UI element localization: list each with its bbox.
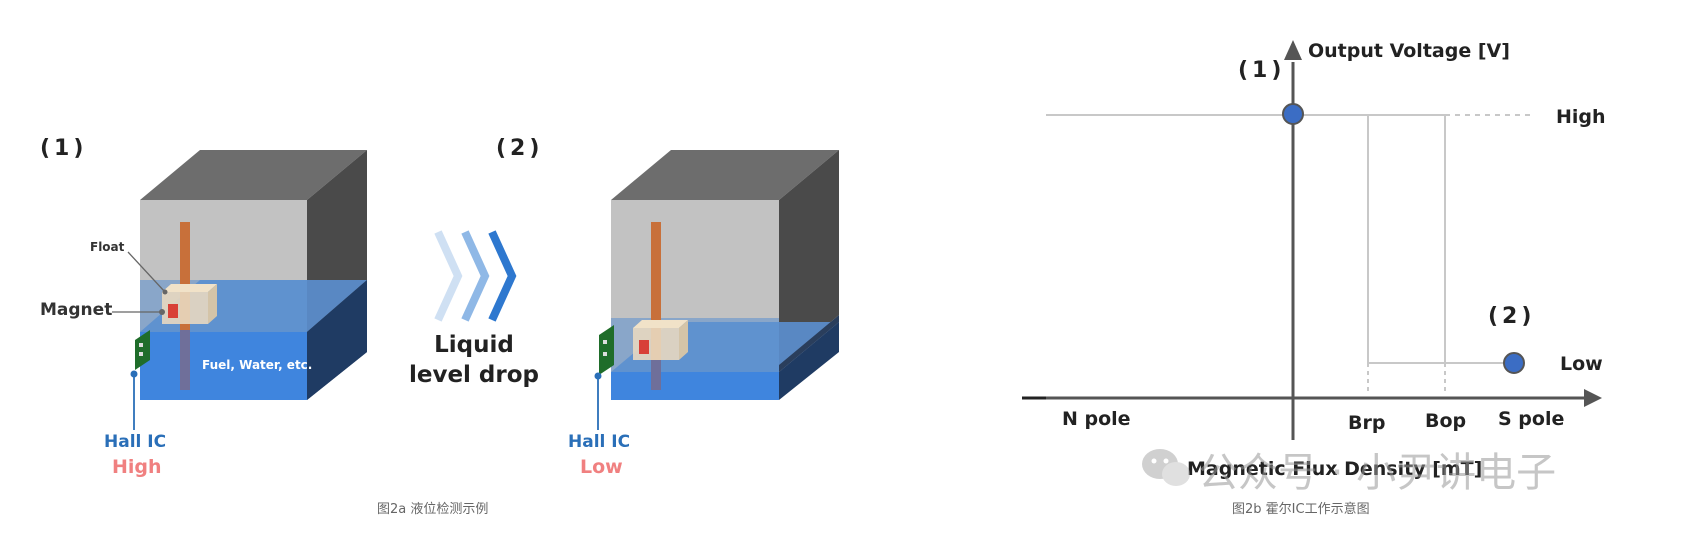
- x-tick-s-pole: S pole: [1498, 408, 1565, 430]
- y-axis-label: Output Voltage [V]: [1308, 40, 1510, 62]
- float-label: Float: [90, 240, 125, 254]
- figure-2b: Output Voltage [V] (1) (2) High Low N po…: [1000, 0, 1684, 535]
- magnet-label: Magnet: [40, 300, 113, 320]
- tank-1-illustration: [112, 150, 839, 430]
- point-1-label: (1): [1238, 58, 1286, 83]
- liquid-level-drop-label: Liquid level drop: [400, 330, 548, 390]
- tank-2-magnet: [639, 340, 649, 354]
- tank-1-top: [140, 150, 367, 200]
- tank-1-magnet: [168, 304, 178, 318]
- x-tick-bop: Bop: [1425, 410, 1467, 432]
- state-2-number: (2): [496, 136, 544, 161]
- tank-2-hall-ic: [599, 325, 614, 375]
- level-drop-arrows: [434, 230, 517, 322]
- x-axis-label: Magnetic Flux Density [mT]: [1187, 458, 1483, 480]
- x-tick-brp: Brp: [1348, 412, 1386, 434]
- liquid-label-line1: Liquid: [434, 332, 514, 358]
- tank-2-right: [779, 150, 839, 365]
- hall-ic-label-2: Hall IC: [568, 432, 631, 452]
- figure-2b-caption: 图2b 霍尔IC工作示意图: [1232, 502, 1370, 517]
- high-label: High: [1556, 106, 1606, 128]
- x-tick-n-pole: N pole: [1062, 408, 1131, 430]
- hall-ic-label-1: Hall IC: [104, 432, 167, 452]
- hall-ic-characteristic-plot: [1022, 40, 1602, 440]
- figure-2a-caption: 图2a 液位检测示例: [377, 502, 489, 517]
- wechat-icon: [1142, 449, 1190, 486]
- low-label: Low: [1560, 353, 1603, 375]
- point-2-marker: [1503, 352, 1525, 374]
- tank-2-top: [611, 150, 839, 200]
- liquid-label: Fuel, Water, etc.: [202, 358, 313, 372]
- state-1-number: (1): [40, 136, 88, 161]
- output-high-1: High: [112, 456, 162, 478]
- point-1-marker: [1282, 103, 1304, 125]
- tank-1-hall-ic: [135, 330, 150, 370]
- watermark-text: 公众号 · 小尹讲电子: [1198, 450, 1557, 496]
- x-axis-arrowhead: [1584, 389, 1602, 407]
- liquid-label-line2: level drop: [408, 362, 540, 388]
- figure-2a: (1) (2): [40, 136, 839, 517]
- point-2-label: (2): [1488, 304, 1536, 329]
- tank-1-water-front: [140, 332, 307, 400]
- y-axis-arrowhead: [1284, 40, 1302, 60]
- tank-2-rod: [651, 222, 661, 384]
- output-low-2: Low: [580, 456, 623, 478]
- tank-2-water-right: [779, 322, 839, 400]
- tank-2-water-front: [611, 372, 779, 400]
